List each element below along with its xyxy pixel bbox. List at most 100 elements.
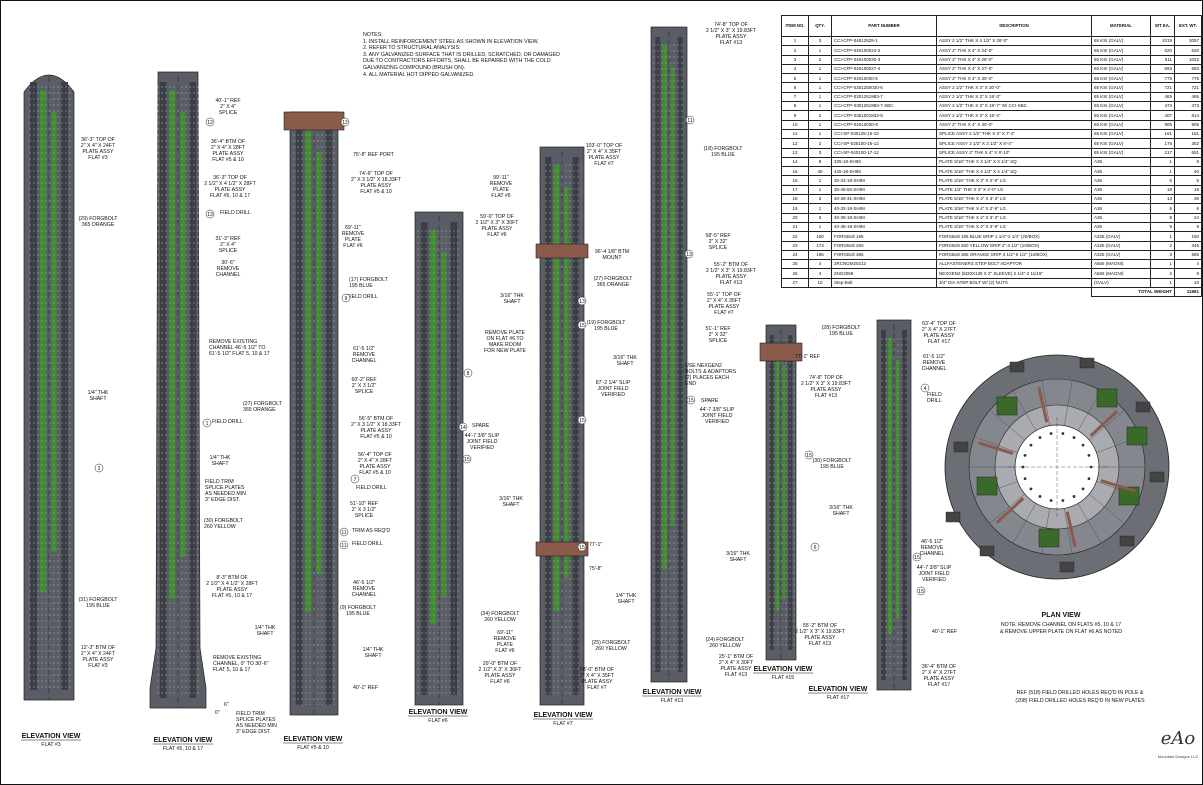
callout-text: (30) FORGBOLT [204,518,244,524]
callout-text: 1/4" THK [255,625,276,631]
note-line: DUE TO CONTRACTORS EFFORTS, SHALL BE REP… [363,58,551,65]
callout-text: PLATE ASSY [720,666,752,672]
callout-text: FLAT #5 & 10 [212,157,244,163]
callout-text: REMOVE [217,266,240,272]
callout-text: 96'-4 1/8" BTM [595,249,629,255]
callout-text: 365 ORANGE [243,407,276,413]
item-bubble: 15 [686,395,696,405]
bill-of-materials-table: ITEM NO. QTY. PART NUMBER DESCRIPTION MA… [781,15,1202,298]
callout-text: 51'-1" REF [705,326,730,332]
callout-text: SPLICE [355,389,374,395]
item-bubble: 11 [685,115,695,125]
callout-text: (9) FORGBOLT [340,605,377,611]
callout-text: REMOVE [353,352,376,358]
callout-text: (2) PLACES EACH [685,375,729,381]
callout-b3: 36'-3" TOP OF2 1/2" X 4 1/2" X 28FTPLATE… [204,175,256,199]
callout-text: SPARE [701,398,719,404]
callout-text: 195 BLUE [820,464,844,470]
callout-text: 2" X 4" X 30FT [719,660,754,666]
callout-text: 36'-4" BTM OF [922,664,956,670]
callout-text: FLAT #3 [88,155,108,161]
callout-c5: FIELD DRILL [347,294,378,300]
bubble-number: 15 [579,545,585,551]
bubble-number: 15 [918,589,924,595]
callout-e9: 77'-1" [589,542,602,548]
view-title: ELEVATION VIEW [154,737,213,744]
callout-b4: FIELD DRILL [220,210,251,216]
callout-text: PLATE [345,237,362,243]
plan-view-drawing [944,354,1170,580]
callout-text: FIELD DRILL [352,541,383,547]
callout-text: 2 1/2" X 3" X 30FT [476,220,520,226]
callout-text: 69'-11" [497,630,513,636]
callout-text: CHANNEL [922,366,947,372]
callout-text: 77'-1" REF [795,354,820,360]
callout-text: 58'-5" REF [705,233,730,239]
callout-text: PLATE ASSY [481,226,513,232]
view-title: ELEVATION VIEW [643,689,702,696]
view-title: ELEVATION VIEW [284,736,343,743]
callout-text: VERIFIED [470,445,494,451]
callout-text: 74'-8" TOP OF [714,22,748,28]
callout-text: FLAT #5, 10 & 17 [210,193,250,199]
callout-text: SPLICE [355,513,374,519]
callout-text: 2 1/2" X 3" X 19.83FT [795,629,846,635]
callout-f5: 55'-2" BTM OF2 1/2" X 3" X 19.83FTPLATE … [706,262,757,286]
callout-text: 2 1/2" X 3" X 30FT [479,667,523,673]
callout-text: FLAT #13 [815,393,837,399]
callout-text: 2 1/2" X 4 1/2" X 28FT [206,581,258,587]
callout-text: (28) FORGBOLT [822,325,862,331]
callout-text: 36'-3" TOP OF [81,137,115,143]
callout-b8: FIELD DRILL [212,419,243,425]
callout-text: VERIFIED [922,577,946,583]
callout-text: 55'-1" TOP OF [707,292,741,298]
callout-text: 40'-1" REF [215,98,240,104]
callout-text: (19) FORGBOLT [587,320,627,326]
bubble-number: 13 [579,299,585,305]
callout-text: 2" X 4" X 24FT [81,143,116,149]
item-bubble: 9 [341,293,351,303]
callout-text: 56'-4" TOP OF [358,452,392,458]
item-bubble: 11 [339,527,349,537]
callout-text: 68'-0" BTM OF [580,667,614,673]
callout-text: FLAT #5, 10 & 17 [212,593,252,599]
callout-text: (27) FORGBOLT [243,401,283,407]
callout-text: 40'-1" REF [932,629,957,635]
callout-text: 195 BLUE [346,611,370,617]
callout-text: 260 YELLOW [709,643,741,649]
callout-text: 2" X 4" X 27FT [922,327,957,333]
callout-text: 1/4" THK [363,647,384,653]
callout-c2: 74'-6" TOP OF2" X 3 1/2" X 18.33FTPLATE … [351,171,402,195]
callout-text: REMOVE PLATE [485,330,526,336]
notes-title: NOTES: [363,32,383,38]
callout-text: PLATE ASSY [212,151,244,157]
callout-text: 1/4" THK [616,593,637,599]
callout-b12: 8'-3" BTM OF2 1/2" X 4 1/2" X 28FTPLATE … [206,575,258,599]
item-bubble: 13 [577,296,587,306]
callout-text: FIELD TRIM [205,479,234,485]
callout-c13: TRIM AS REQ'D [352,528,390,534]
note-line: GALVANIZING COMPOUND (BRUSH ON). [363,64,466,71]
callout-text: FOR NEW PLATE [484,348,527,354]
callout-text: 2" X 4" [220,104,236,110]
callout-text: FLAT #17 [928,682,950,688]
callout-text: SHAFT [364,653,382,659]
